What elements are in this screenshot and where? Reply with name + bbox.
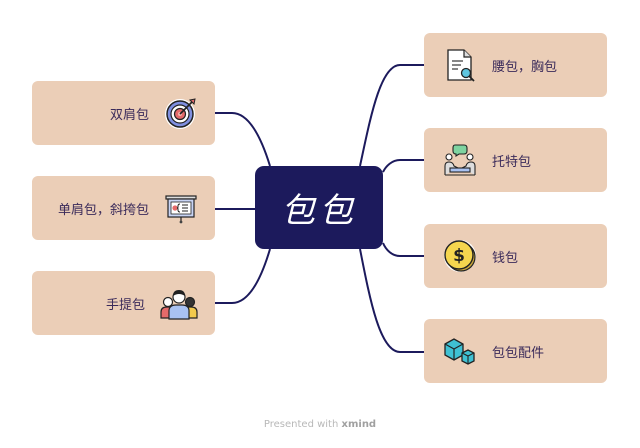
footer-attribution: Presented with xmind <box>0 419 640 430</box>
topic-label: 双肩包 <box>109 107 149 123</box>
topic-waist-chest-bag[interactable]: 腰包，胸包 <box>424 33 607 97</box>
topic-label: 托特包 <box>492 154 532 170</box>
document-search-icon <box>447 49 475 82</box>
svg-text:$: $ <box>453 246 465 266</box>
target-icon <box>165 98 196 129</box>
footer-prefix: Presented with <box>263 419 339 430</box>
central-topic-label: 包包 <box>281 191 357 231</box>
topic-bag-accessories[interactable]: 包包配件 <box>424 319 607 383</box>
footer-brand: xmind <box>341 419 377 430</box>
central-topic[interactable]: 包包 <box>255 166 383 249</box>
topic-label: 包包配件 <box>492 345 545 361</box>
meeting-chat-icon <box>444 144 476 176</box>
topic-handbag[interactable]: 手提包 <box>32 271 215 335</box>
topic-label: 手提包 <box>105 297 145 313</box>
topic-label: 腰包，胸包 <box>492 59 558 75</box>
topic-label: 单肩包，斜挎包 <box>57 202 149 218</box>
presentation-board-icon <box>165 195 197 224</box>
topic-label: 钱包 <box>492 250 519 266</box>
topic-tote-bag[interactable]: 托特包 <box>424 128 607 192</box>
cubes-icon <box>444 338 475 365</box>
topic-backpack[interactable]: 双肩包 <box>32 81 215 145</box>
dollar-coin-icon: $ <box>444 240 476 272</box>
people-group-icon <box>160 290 198 320</box>
topic-shoulder-crossbody-bag[interactable]: 单肩包，斜挎包 <box>32 176 215 240</box>
topic-wallet[interactable]: $ 钱包 <box>424 224 607 288</box>
